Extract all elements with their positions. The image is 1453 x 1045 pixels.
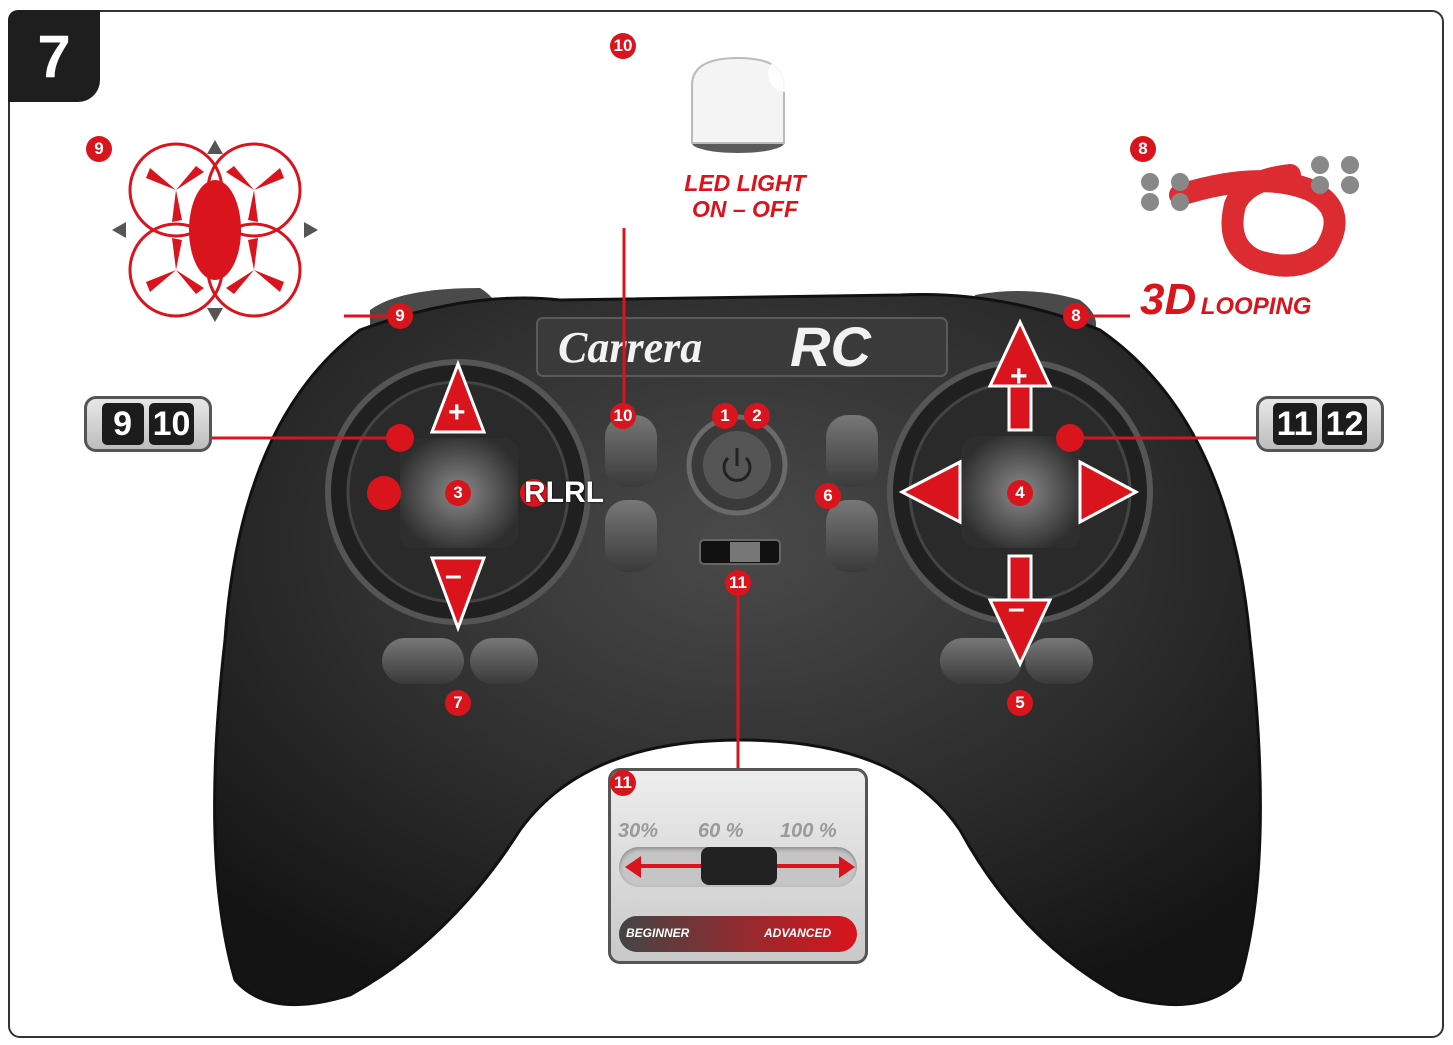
left-stick-marker-right (520, 479, 548, 507)
speed-level-30: 30% (618, 820, 659, 842)
callout-looping-button: 8 (1063, 303, 1089, 329)
speed-right-arrow (761, 864, 841, 868)
left-key-panel: 9 10 (84, 396, 212, 452)
key-12: 12 (1321, 403, 1368, 445)
left-stick-marker-left (367, 476, 401, 510)
left-stick-down-arrow (429, 556, 487, 633)
right-key-panel: 11 12 (1256, 396, 1384, 452)
looping-label-word: LOOPING (1200, 293, 1312, 320)
callout-power-2: 2 (744, 403, 770, 429)
right-stick-right-arrow (1078, 459, 1140, 525)
key-11: 11 (1272, 403, 1317, 445)
callout-power-1: 1 (712, 403, 738, 429)
led-label-line2: ON – OFF (691, 196, 799, 222)
speed-level-100: 100 % (780, 820, 837, 842)
right-stick-plus: + (1010, 360, 1028, 393)
right-stick-up-arrow (987, 318, 1053, 388)
drone-flip-icon (128, 142, 302, 318)
callout-speed-switch: 11 (725, 570, 751, 596)
looping-label-3d: 3D (1140, 275, 1197, 324)
beginner-label: BEGINNER (626, 926, 690, 940)
advanced-label: ADVANCED (764, 926, 832, 940)
left-stick-side-text: RLRL (524, 476, 604, 509)
step-number: 7 (8, 10, 100, 102)
callout-led-button: 10 (610, 403, 636, 429)
callout-led-panel: 10 (610, 33, 636, 59)
key-10: 10 (148, 403, 195, 445)
left-lower-button-a[interactable] (382, 638, 464, 684)
speed-level-60: 60 % (698, 820, 744, 842)
left-trim-up-button[interactable] (605, 415, 657, 487)
logo-suffix: RC (790, 315, 872, 378)
flip-direction-arrows (112, 140, 318, 322)
speed-panel (608, 768, 868, 964)
right-trim-up-button[interactable] (826, 415, 878, 487)
led-light-icon (691, 56, 804, 153)
callout-looping-panel: 8 (1130, 136, 1156, 162)
callout-right-stick: 4 (1007, 480, 1033, 506)
callout-right-lower-buttons: 5 (1007, 690, 1033, 716)
left-stick-plus: + (448, 396, 466, 429)
callout-left-lower-buttons: 7 (445, 690, 471, 716)
led-label-line1: LED LIGHT (684, 170, 806, 196)
speed-level-bar (619, 916, 857, 952)
callout-flip-button: 9 (387, 303, 413, 329)
left-trim-down-button[interactable] (605, 500, 657, 572)
callout-center-trim: 6 (815, 483, 841, 509)
right-stick-minus: – (1008, 592, 1025, 625)
led-label: LED LIGHT ON – OFF (640, 170, 850, 222)
figure-frame (8, 10, 1444, 1038)
logo-brand: Carrera (558, 323, 702, 372)
power-icon (722, 456, 752, 482)
looping-label: 3D LOOPING (1140, 275, 1385, 325)
logo-plate (536, 317, 948, 377)
left-stick-up-arrow (429, 359, 487, 434)
looping-icon (1141, 156, 1359, 277)
key-9: 9 (101, 403, 144, 445)
callout-left-stick: 3 (445, 480, 471, 506)
right-lower-button-a[interactable] (940, 638, 1022, 684)
right-stick-left-arrow (898, 459, 962, 525)
speed-left-arrow (637, 864, 717, 868)
right-trim-down-button[interactable] (826, 500, 878, 572)
right-stick-down-arrow (987, 598, 1053, 668)
speed-knob[interactable] (701, 847, 777, 885)
left-stick-minus: – (445, 559, 462, 592)
left-lower-button-b[interactable] (470, 638, 538, 684)
callout-speed-panel: 11 (610, 770, 636, 796)
callout-flip-panel: 9 (86, 136, 112, 162)
right-lower-button-b[interactable] (1025, 638, 1093, 684)
